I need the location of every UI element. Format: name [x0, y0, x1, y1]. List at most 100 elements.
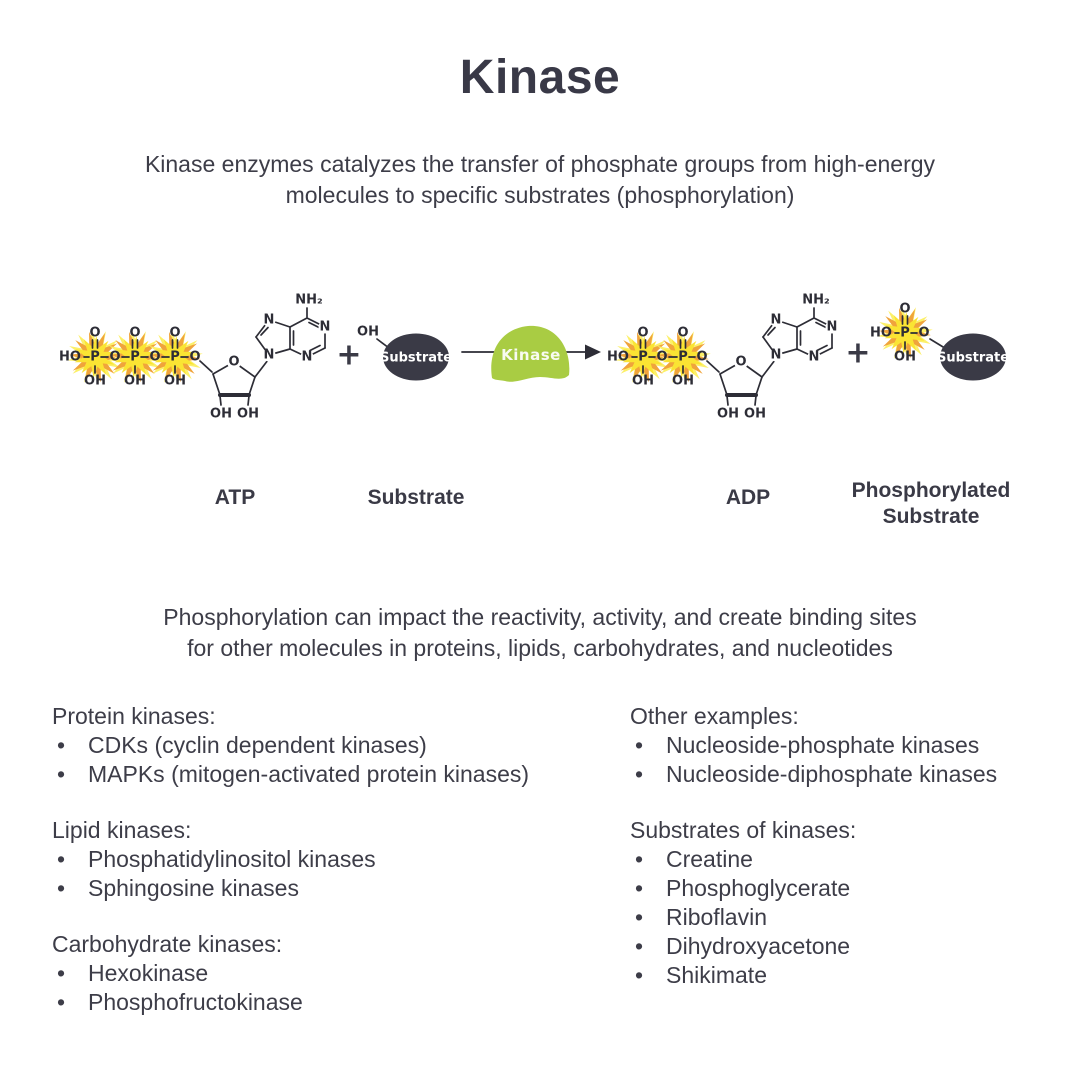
label-atp: ATP [214, 486, 256, 509]
atom-backdrop [262, 348, 276, 362]
plus-icon: + [845, 336, 870, 371]
bullet-icon: • [57, 846, 66, 872]
atom-label: O [109, 350, 120, 365]
atom-label: P [90, 350, 100, 365]
atom-label: N [320, 320, 331, 335]
group-lipid-kinases: Lipid kinases: •Phosphatidylinositol kin… [52, 816, 529, 903]
list-item: •Phosphoglycerate [630, 874, 997, 903]
atom-label: OH [357, 325, 379, 340]
list-item: • Nucleoside-phosphate kinases [630, 731, 997, 760]
subtitle-line-2: molecules to specific substrates (phosph… [285, 182, 795, 208]
atom-label: O [696, 350, 707, 365]
substrate-ellipse [940, 333, 1006, 381]
group-protein-kinases: Protein kinases: •CDKs (cyclin dependent… [52, 702, 529, 789]
item-text: Nucleoside-phosphate kinases [666, 732, 980, 758]
atom-label: N [771, 313, 782, 328]
plus-icon: + [336, 338, 361, 373]
bond [289, 317, 308, 328]
atom-label: P [900, 326, 910, 341]
paragraph-line-2: for other molecules in proteins, lipids,… [187, 635, 893, 661]
atom-label: O [656, 350, 667, 365]
list-item: • Dihydroxyacetone [630, 932, 997, 961]
item-text: Phosphatidylinositol kinases [88, 846, 376, 872]
atom-label: OH [164, 374, 186, 389]
group-heading: Substrates of kinases: [630, 817, 857, 843]
atom-label: HO [870, 326, 892, 341]
substrate-ellipse-label: Substrate [380, 351, 452, 366]
list-item: •CDKs (cyclin dependent kinases) [52, 731, 529, 760]
starburst-yellow [662, 336, 704, 378]
bullet-icon: • [635, 933, 644, 959]
atom-label: P [638, 350, 648, 365]
list-item: • Sphingosine kinases [52, 874, 529, 903]
atom-label: O [735, 355, 746, 370]
atom-label: N [264, 348, 275, 363]
group-substrates-of-kinases: Substrates of kinases: •Creatine •Phosph… [630, 816, 997, 990]
bullet-icon: • [57, 761, 66, 787]
subtitle-line-1: Kinase enzymes catalyzes the transfer of… [144, 151, 936, 177]
bond [726, 395, 729, 406]
bond [260, 326, 269, 336]
label-phosphorylated-line-1: Phosphorylated [851, 479, 1011, 502]
atom-label: OH [124, 374, 146, 389]
bond [754, 395, 757, 406]
bond [248, 376, 256, 396]
item-text: Sphingosine kinases [88, 875, 299, 901]
group-carbohydrate-kinases: Carbohydrate kinases: •Hexokinase •Phosp… [52, 930, 529, 1017]
description-paragraph: Phosphorylation can impact the reactivit… [0, 602, 1080, 664]
atom-label: NH₂ [802, 293, 829, 308]
kinase-blob [491, 325, 570, 382]
label-adp: ADP [725, 486, 771, 509]
atom-label: O [149, 350, 160, 365]
list-item: • Phosphatidylinositol kinases [52, 845, 529, 874]
bullet-icon: • [57, 732, 66, 758]
substrate-ellipse [383, 333, 449, 381]
atom-backdrop [300, 350, 314, 364]
kinase-enzyme-label: Kinase [501, 346, 561, 364]
bullet-icon: • [635, 761, 644, 787]
bond [719, 373, 728, 396]
item-text: Creatine [666, 846, 753, 872]
atom-label: OH [632, 374, 654, 389]
atom-label: O [189, 350, 200, 365]
bond [767, 326, 776, 336]
atom-label: OH [84, 374, 106, 389]
starburst-yellow [114, 336, 156, 378]
list-column-left: Protein kinases: •CDKs (cyclin dependent… [52, 702, 529, 1044]
atom-label: N [827, 320, 838, 335]
bullet-icon: • [635, 875, 644, 901]
plus-sign-left: + [336, 338, 361, 373]
item-text: Hexokinase [88, 960, 209, 986]
label-substrate: Substrate [367, 486, 465, 509]
bullet-icon: • [635, 904, 644, 930]
atom-label: OH [210, 407, 232, 422]
item-text: Dihydroxyacetone [666, 933, 851, 959]
page-title: Kinase [459, 51, 621, 104]
atom-backdrop [734, 355, 748, 369]
atom-backdrop [318, 320, 332, 334]
atom-label: N [264, 313, 275, 328]
substrate-ellipse-label: Substrate [937, 351, 1009, 366]
atom-label: P [170, 350, 180, 365]
list-item: •Hexokinase [52, 959, 529, 988]
list-item: •Nucleoside-diphosphate kinases [630, 760, 997, 789]
bullet-icon: • [57, 875, 66, 901]
group-heading: Carbohydrate kinases: [52, 931, 283, 957]
atom-label: P [130, 350, 140, 365]
atom-label: O [918, 326, 929, 341]
bullet-icon: • [635, 962, 644, 988]
bullet-icon: • [57, 989, 66, 1015]
arrowhead-icon [585, 344, 601, 360]
item-text: MAPKs (mitogen-activated protein kinases… [88, 761, 530, 787]
plus-sign-right: + [845, 336, 870, 371]
bond [755, 376, 763, 396]
list-item: •Creatine [630, 845, 997, 874]
item-text: Riboflavin [666, 904, 767, 930]
atom-label: O [899, 302, 910, 317]
bullet-icon: • [635, 732, 644, 758]
group-heading: Other examples: [630, 703, 799, 729]
